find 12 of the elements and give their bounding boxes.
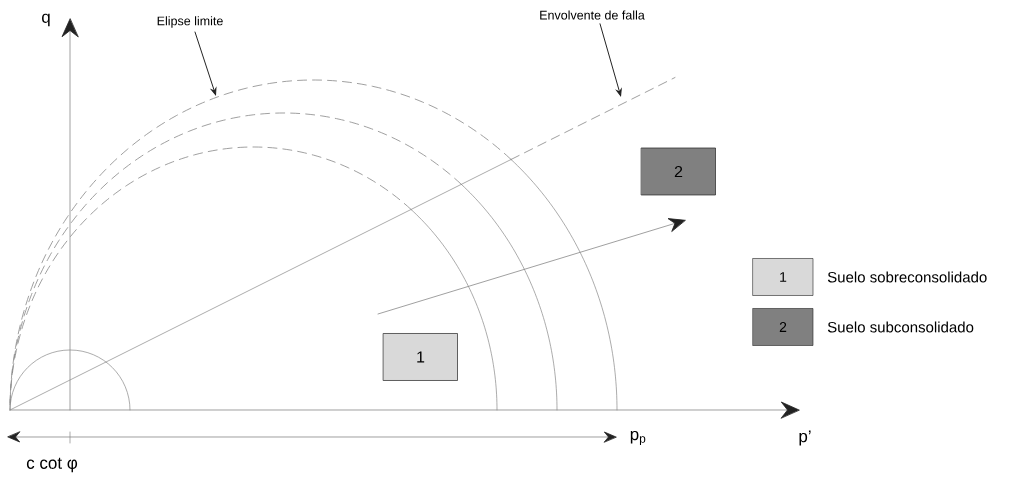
- leader-line: [599, 23, 622, 97]
- legend-label: Suelo subconsolidado: [827, 321, 974, 333]
- leader-line: [194, 31, 217, 96]
- axis-label: c cot φ: [26, 457, 78, 473]
- axis-label: p’: [799, 430, 811, 446]
- legend-label: Suelo sobreconsolidado: [827, 271, 987, 283]
- axis-label: q: [42, 13, 50, 27]
- region-box: 1: [383, 333, 458, 381]
- leader-text: Elipse limite: [157, 16, 223, 28]
- region-box: 2: [641, 147, 716, 196]
- axis-label: p$_{p}$: [630, 430, 646, 446]
- leader-text: Envolvente de falla: [540, 10, 645, 20]
